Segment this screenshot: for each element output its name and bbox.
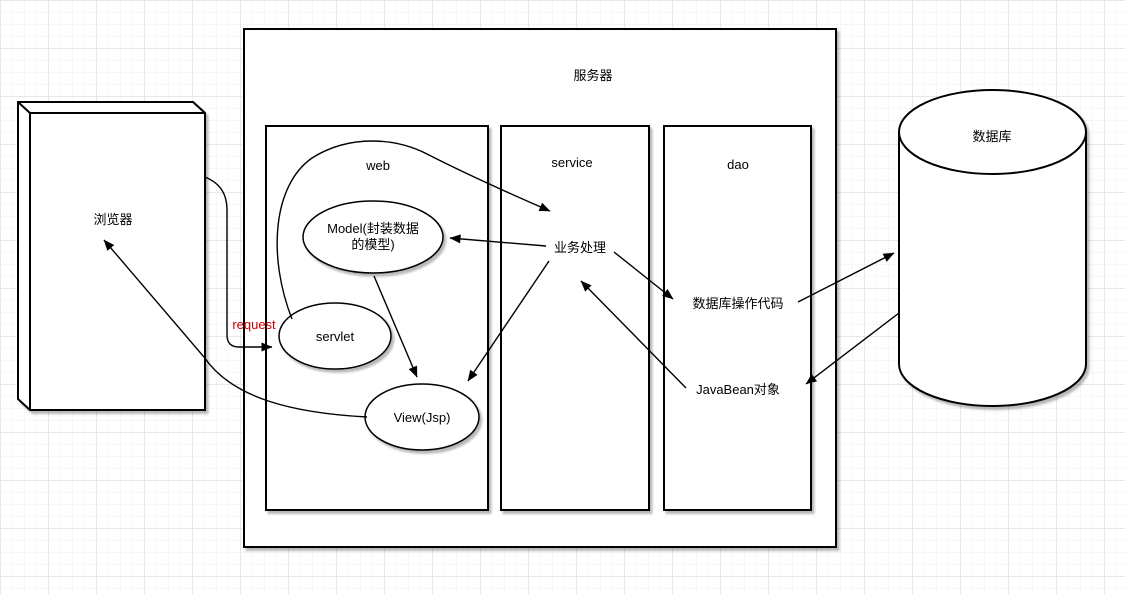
edge-business-to-dbcode[interactable]: [613, 251, 674, 300]
edge-database-to-javabean[interactable]: [805, 312, 900, 385]
edge-browser-to-servlet[interactable]: [204, 176, 273, 352]
edge-business-to-view[interactable]: [467, 260, 550, 382]
edge-view-to-browser[interactable]: [103, 239, 368, 418]
edge-business-to-model[interactable]: [449, 234, 547, 247]
servlet-ellipse[interactable]: [278, 302, 392, 370]
edge-model-to-view[interactable]: [373, 275, 418, 378]
database-cylinder[interactable]: [898, 89, 1087, 407]
edge-servlet-to-business[interactable]: [276, 140, 551, 320]
view-ellipse[interactable]: [364, 383, 480, 451]
model-ellipse[interactable]: [302, 200, 444, 274]
edge-dbcode-to-database[interactable]: [797, 252, 895, 303]
service-layer-box[interactable]: [500, 125, 650, 511]
browser-cube[interactable]: [17, 101, 206, 411]
edge-javabean-to-business[interactable]: [580, 280, 687, 389]
dao-layer-box[interactable]: [663, 125, 812, 511]
